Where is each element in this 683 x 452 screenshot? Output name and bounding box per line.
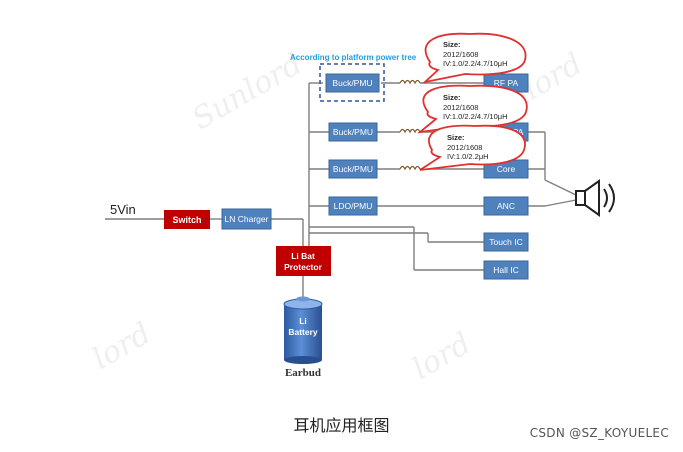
input-label: 5Vin — [110, 202, 136, 217]
svg-text:lord: lord — [87, 316, 158, 377]
battery-label-line2: Battery — [288, 327, 318, 337]
speaker-icon — [575, 179, 615, 217]
callout-1-spec: IV:1.0/2.2/4.7/10μH — [443, 59, 508, 68]
wiring — [105, 82, 577, 298]
buck1-block: Buck/PMU — [325, 73, 380, 93]
callout-2-size-label: Size: — [443, 93, 461, 102]
inductor-coils — [399, 79, 421, 171]
core-label: Core — [497, 164, 516, 174]
platform-note: According to platform power tree — [290, 53, 417, 62]
protector-block: Li Bat Protector — [276, 246, 331, 276]
switch-label: Switch — [172, 215, 201, 225]
battery-caption: Earbud — [285, 367, 321, 379]
ldo-block: LDO/PMU — [328, 196, 378, 216]
charger-block: LN Charger — [221, 208, 272, 230]
hall-label: Hall IC — [493, 265, 519, 275]
buck2-block: Buck/PMU — [328, 122, 378, 142]
buck2-label: Buck/PMU — [333, 127, 373, 137]
svg-text:lord: lord — [407, 326, 478, 387]
switch-block: Switch — [164, 210, 210, 229]
charger-label: LN Charger — [225, 214, 269, 224]
buck3-block: Buck/PMU — [328, 159, 378, 179]
battery-icon: Li Battery — [283, 296, 323, 364]
figure-caption: 耳机应用框图 — [293, 416, 390, 435]
callout-2-spec: IV:1.0/2.2/4.7/10μH — [443, 112, 508, 121]
callout-2: Size: 2012/1608 IV:1.0/2.2/4.7/10μH — [416, 84, 528, 134]
callout-3: Size: 2012/1608 IV:1.0/2.2μH — [419, 124, 526, 171]
callout-1-size: 2012/1608 — [443, 50, 478, 59]
buck1-label: Buck/PMU — [332, 78, 372, 88]
rfpa-label: RF PA — [494, 78, 519, 88]
anc-block: ANC — [483, 196, 529, 216]
touch-block: Touch IC — [483, 232, 529, 252]
battery-label-line1: Li — [299, 316, 307, 326]
source-credit: CSDN @SZ_KOYUELEC — [529, 426, 669, 440]
ldo-label: LDO/PMU — [334, 201, 373, 211]
callout-3-size: 2012/1608 — [447, 143, 482, 152]
callout-2-size: 2012/1608 — [443, 103, 478, 112]
callout-3-size-label: Size: — [447, 133, 465, 142]
callout-1-size-label: Size: — [443, 40, 461, 49]
protector-label-line2: Protector — [284, 262, 322, 272]
anc-label: ANC — [497, 201, 515, 211]
protector-label-line1: Li Bat — [291, 251, 315, 261]
callout-3-spec: IV:1.0/2.2μH — [447, 152, 489, 161]
platform-dashed-frame — [319, 63, 385, 102]
callout-1: Size: 2012/1608 IV:1.0/2.2/4.7/10μH — [422, 32, 527, 84]
buck3-label: Buck/PMU — [333, 164, 373, 174]
touch-label: Touch IC — [489, 237, 523, 247]
hall-block: Hall IC — [483, 260, 529, 280]
